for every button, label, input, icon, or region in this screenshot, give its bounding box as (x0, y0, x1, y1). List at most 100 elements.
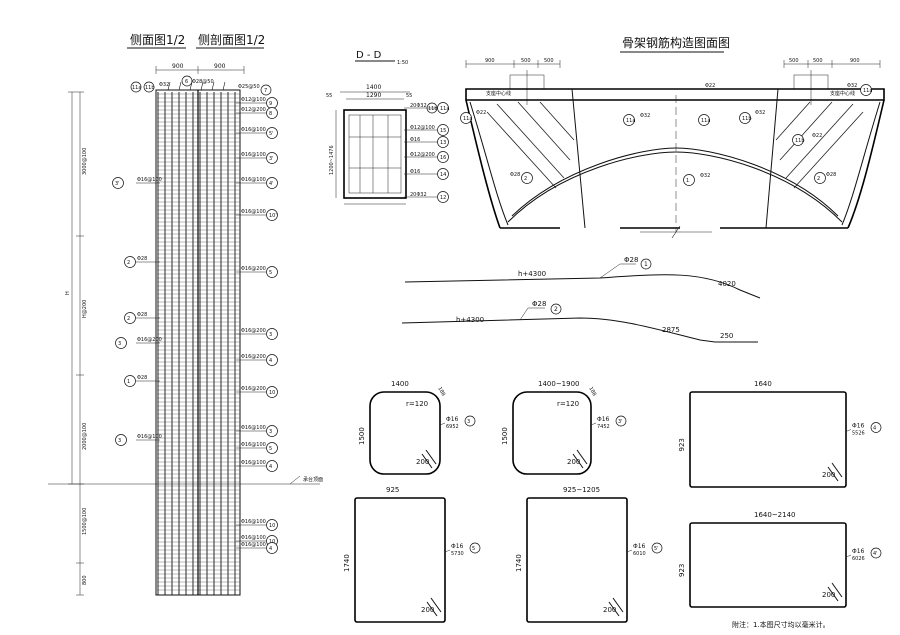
dd-label-5: 20Φ32 (410, 192, 427, 198)
elev-right-bubble-9-circle (266, 386, 278, 398)
elev-right-label-0: Φ12@100 (241, 97, 266, 103)
elev-right-label-12: Φ16@100 (241, 460, 266, 466)
stirrup-hook-len: 200 (822, 471, 835, 479)
elev-right-bubble-4-num: 4' (269, 181, 274, 187)
dd-label-2: Φ16 (410, 137, 420, 143)
frame-bubble-3-num: 11a (701, 118, 710, 124)
stirrup-radius: r=120 (557, 400, 579, 408)
elev-left-bubble-3-num: 3 (118, 341, 121, 347)
dd-bubble-2-num: 13 (440, 140, 446, 146)
elev-left-bubble-0-num: 3' (115, 181, 120, 187)
elev-dim-right: 900 (214, 63, 226, 70)
stirrup-len: 5730 (451, 551, 464, 557)
stirrup-hook-len: 200 (416, 458, 429, 466)
frame-bubble-5-circle (521, 172, 533, 184)
stirrup-bubble (469, 542, 481, 554)
elev-right-label-8: Φ16@200 (241, 354, 266, 360)
elev-right-bubble-15-num: 4 (269, 546, 272, 552)
elev-right-bubble-8-circle (266, 354, 278, 366)
stirrup-height: 1500 (358, 427, 366, 445)
elev-right-bubble-0-num: 9 (269, 101, 272, 107)
elev-right-label-11: Φ16@100 (241, 442, 266, 448)
elev-top-label-32: Φ32 (159, 82, 169, 88)
stirrup-dia: Φ16 (446, 416, 459, 423)
stirrup-len: 6010 (633, 551, 646, 557)
stirrup-num: 4' (873, 551, 878, 557)
dd-label-0: 20Φ32 (410, 103, 427, 109)
elev-dim-3000: 3000@100 (82, 148, 88, 175)
bar2-len: h+4300 (456, 316, 484, 324)
frame-bubble-6-num: 1 (686, 178, 689, 184)
stirrup-width: 1400~1900 (538, 380, 580, 388)
elev-right-label-9: Φ16@200 (241, 386, 266, 392)
top-bar-end (189, 81, 193, 91)
stirrup-outline (689, 391, 847, 488)
elev-right-bubble-10-circle (266, 425, 278, 437)
top-bar-end (211, 81, 215, 91)
stirrup-width: 1640 (754, 380, 772, 388)
top-bar-end (178, 81, 182, 91)
stirrup-hook (572, 449, 588, 469)
elev-left-bubble-1-num: 2 (127, 260, 130, 266)
stirrup-leader (444, 549, 451, 553)
bar2-len2: 2875 (662, 326, 680, 334)
elev-right-bubble-6-circle (266, 266, 278, 278)
dd-dim-1290: 1290 (366, 92, 381, 99)
stirrup-len: 5526 (852, 431, 865, 437)
frame-dim-l3: 500 (544, 58, 554, 64)
dd-dim-55-right: 55 (406, 93, 412, 99)
elev-right-bubble-13-num: 10 (269, 523, 275, 529)
dd-label-3: Φ12@200 (410, 152, 435, 158)
elev-right-bubble-8-num: 4 (269, 358, 272, 364)
elev-right-bubble-15-circle (266, 542, 278, 554)
frame-label-2: Φ32 (755, 110, 765, 116)
stirrup-height: 923 (678, 564, 686, 577)
elev-dim-800: 800 (82, 575, 88, 585)
elev-right-bubble-5-circle (266, 209, 278, 221)
frame-bubble-8-num: 11a (863, 88, 872, 94)
elev-top-bubble-3: 6 (185, 79, 188, 85)
bar1-dia: Φ28 (624, 256, 638, 264)
stirrup-len: 6026 (852, 556, 865, 562)
stirrup-hook (827, 582, 843, 602)
elev-right-bubble-3-num: 3' (269, 156, 274, 162)
stirrup-leader (439, 422, 446, 426)
frame-label-4: Φ22 (812, 133, 822, 139)
dd-bubble-5-num: 12 (440, 195, 446, 201)
elev-right-label-1: Φ12@200 (241, 107, 266, 113)
elev-left-label-5: Φ16@100 (137, 434, 162, 440)
frame-bubble-2-circle (739, 112, 751, 124)
dd-bubble-4-num: 14 (440, 172, 446, 178)
elev-right-bubble-3-circle (266, 152, 278, 164)
frame-dim-l2: 500 (521, 58, 531, 64)
stirrup-outline (689, 522, 847, 608)
frame-bubble-2-num: 11b (742, 116, 752, 122)
stirrup-bubble (870, 422, 882, 433)
dd-label-4: Φ16 (410, 169, 420, 175)
elev-right-bubble-6-num: 5 (269, 270, 272, 276)
frame-label-3: Φ22 (705, 83, 715, 89)
elev-right-bubble-1-num: 8 (269, 111, 272, 117)
dd-label-1: Φ12@100 (410, 125, 435, 131)
elev-right-label-7: Φ16@200 (241, 328, 266, 334)
dd-bubble-3-num: 16 (440, 155, 446, 161)
stirrup-hook-len: 200 (567, 458, 580, 466)
elev-right-label-10: Φ16@100 (241, 425, 266, 431)
stirrup-hook (421, 449, 437, 469)
bar2-len3: 250 (720, 332, 733, 340)
dd-bubble-4-circle (437, 168, 449, 180)
elev-top-bubble-1: 11a (132, 85, 141, 91)
elev-dim-H200: H@200 (82, 300, 88, 318)
dd-scale: 1:50 (397, 60, 408, 66)
stirrup-leader (590, 422, 597, 426)
top-bar-end (167, 81, 171, 91)
stirrup-height: 1740 (343, 554, 351, 572)
stirrup-dia: Φ16 (852, 548, 865, 555)
elev-left-label-2: Φ28 (137, 312, 147, 318)
